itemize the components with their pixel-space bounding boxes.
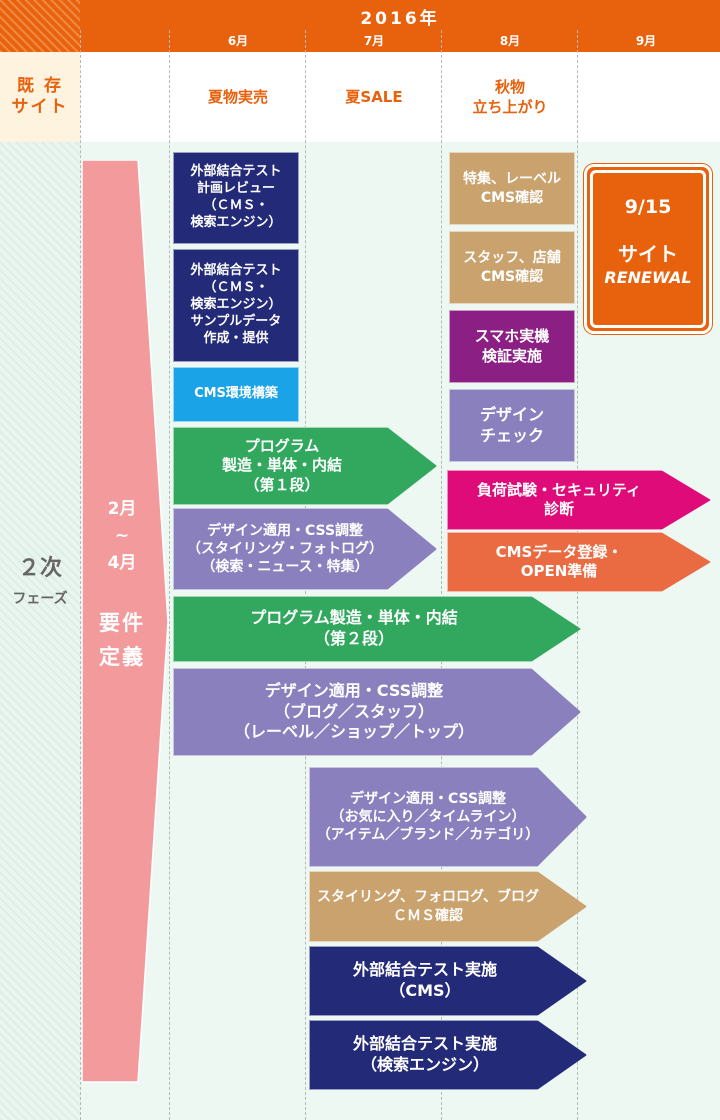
task-ext-test-search: 外部結合テスト実施 （検索エンジン） bbox=[309, 1020, 587, 1090]
task-staff-store-cms: スタッフ、店舗 CMS確認 bbox=[449, 231, 575, 304]
grid-line bbox=[169, 30, 170, 1120]
task-load-security-test: 負荷試験・セキュリティ 診断 bbox=[447, 470, 711, 530]
event-summer-sale: 夏SALE bbox=[345, 88, 403, 106]
timeline-header bbox=[0, 0, 720, 52]
task-design-css-styling: デザイン適用・CSS調整 （スタイリング・フォトログ） （検索・ニュース・特集） bbox=[173, 508, 437, 590]
task-ext-test-sample-data: 外部結合テスト （ＣＭＳ・ 検索エンジン） サンプルデータ 作成・提供 bbox=[173, 249, 299, 362]
requirements-arrow bbox=[82, 160, 169, 1083]
renewal-title: サイト bbox=[618, 242, 678, 266]
month-september: 9月 bbox=[635, 34, 657, 48]
requirements-arrow-svg bbox=[82, 160, 169, 1083]
requirements-label: 要件 定義 bbox=[99, 611, 145, 669]
task-smartphone-test: スマホ実機 検証実施 bbox=[449, 310, 575, 383]
renewal-frame bbox=[590, 170, 706, 328]
event-summer-sales: 夏物実売 bbox=[207, 88, 268, 106]
task-cms-environment: CMS環境構築 bbox=[173, 367, 299, 422]
task-program-phase2: プログラム製造・単体・内結 （第２段） bbox=[173, 596, 581, 662]
renewal-date: 9/15 bbox=[624, 196, 672, 218]
grid-line bbox=[80, 30, 81, 1120]
task-feature-label-cms: 特集、レーベル CMS確認 bbox=[449, 152, 575, 225]
task-styling-cms-check: スタイリング、フォロログ、ブログ ＣＭＳ確認 bbox=[309, 871, 587, 942]
phase-text: フェーズ bbox=[12, 591, 68, 607]
existing-site-row bbox=[0, 52, 720, 142]
task-ext-test-cms: 外部結合テスト実施 （CMS） bbox=[309, 946, 587, 1016]
event-autumn-launch: 秋物 立ち上がり bbox=[472, 78, 548, 116]
task-design-css-blog: デザイン適用・CSS調整 （ブログ／スタッフ） （レーベル／ショップ／トップ） bbox=[173, 668, 581, 756]
year-label: 2016年 bbox=[360, 9, 440, 29]
month-july: 7月 bbox=[363, 34, 385, 48]
task-ext-test-plan-review: 外部結合テスト 計画レビュー （ＣＭＳ・ 検索エンジン） bbox=[173, 152, 299, 244]
month-august: 8月 bbox=[499, 34, 521, 48]
header-corner bbox=[0, 0, 80, 52]
phase-label: ２次 フェーズ bbox=[0, 550, 80, 608]
renewal-subtitle: RENEWAL bbox=[604, 268, 692, 287]
grid-line bbox=[441, 30, 442, 1120]
phase-number: ２次 bbox=[17, 556, 62, 581]
existing-site-label: 既 存 サイト bbox=[0, 52, 80, 142]
phase-column bbox=[0, 142, 80, 1120]
requirements-period: 2月 ~ 4月 bbox=[107, 499, 137, 573]
renewal-milestone: 9/15 サイト RENEWAL bbox=[584, 164, 712, 334]
month-june: 6月 bbox=[227, 34, 249, 48]
task-design-css-favorites: デザイン適用・CSS調整 （お気に入り／タイムライン） （アイテム／ブランド／カ… bbox=[309, 767, 587, 867]
task-cms-data-open: CMSデータ登録・ OPEN準備 bbox=[447, 532, 711, 592]
task-program-phase1: プログラム 製造・単体・内結 （第１段） bbox=[173, 427, 437, 505]
task-design-check: デザイン チェック bbox=[449, 389, 575, 462]
